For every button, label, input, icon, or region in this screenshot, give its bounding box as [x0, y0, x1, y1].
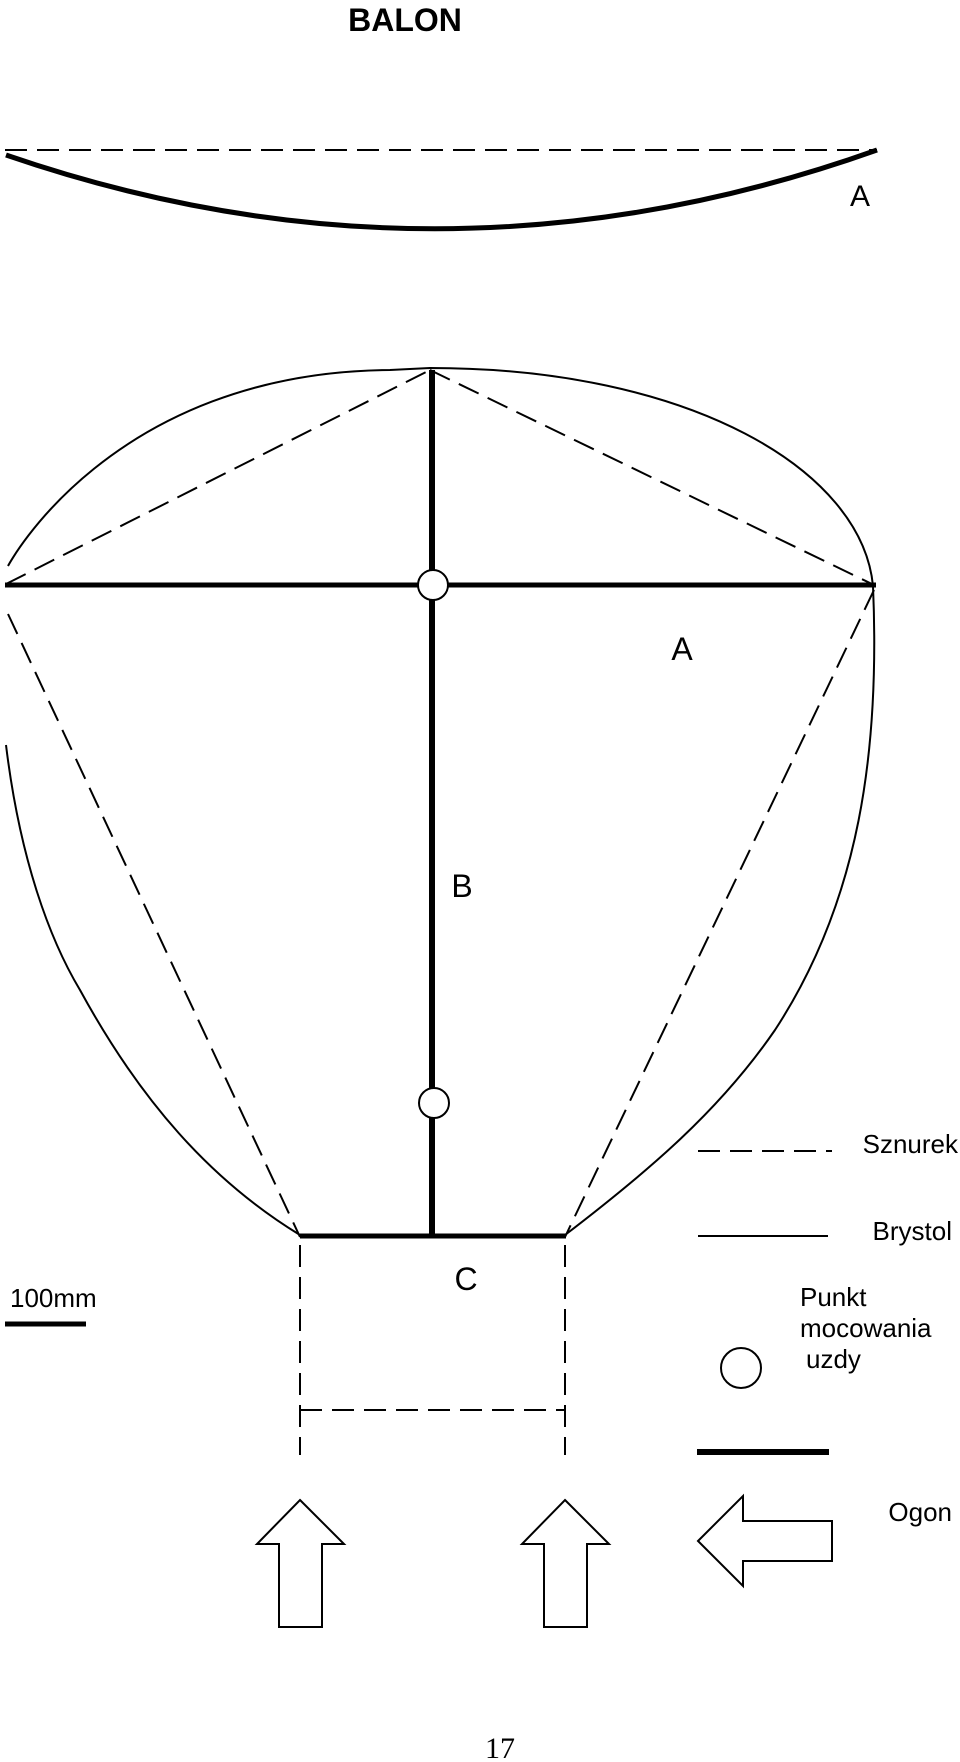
up-arrow-right-icon — [519, 1498, 612, 1628]
balloon-strings — [5, 369, 875, 1238]
string-top-left — [5, 369, 431, 585]
legend: Sznurek Brystol Punkt mocowania uzdy Ogo… — [697, 1129, 959, 1527]
legend-attach-label-line1: Punkt — [800, 1282, 867, 1312]
scale-bar: 100mm — [5, 1283, 97, 1327]
bristol-arc-top — [5, 147, 878, 232]
balloon-envelope — [5, 366, 876, 1236]
scale-label: 100mm — [10, 1283, 97, 1313]
legend-string-label: Sznurek — [863, 1129, 959, 1159]
string-lower-left — [7, 613, 301, 1238]
envelope-left-curve — [5, 744, 301, 1236]
label-part-c: C — [454, 1261, 477, 1297]
up-arrow-left-icon — [254, 1498, 347, 1628]
label-part-a: A — [671, 631, 693, 667]
part-a-top-view: A — [5, 147, 878, 232]
attachment-point-bottom — [418, 1087, 450, 1119]
left-arrow-icon — [696, 1493, 833, 1589]
envelope-top-curve — [7, 366, 874, 587]
label-part-a-top: A — [850, 180, 870, 213]
legend-attachment-point — [720, 1347, 762, 1389]
legend-bristol-label: Brystol — [873, 1216, 952, 1246]
legend-attach-label-line3: uzdy — [806, 1344, 861, 1374]
attachment-point-top — [417, 569, 449, 601]
string-top-right — [429, 369, 875, 586]
legend-tail-label: Ogon — [888, 1497, 952, 1527]
string-lower-right — [564, 589, 875, 1238]
page-number: 17 — [485, 1732, 515, 1762]
diagram-title: BALON — [348, 2, 462, 38]
label-part-b: B — [451, 868, 472, 904]
envelope-right-curve — [564, 585, 876, 1236]
tail-strings — [299, 1245, 566, 1455]
legend-attach-label-line2: mocowania — [800, 1313, 932, 1343]
direction-arrows — [254, 1493, 833, 1628]
